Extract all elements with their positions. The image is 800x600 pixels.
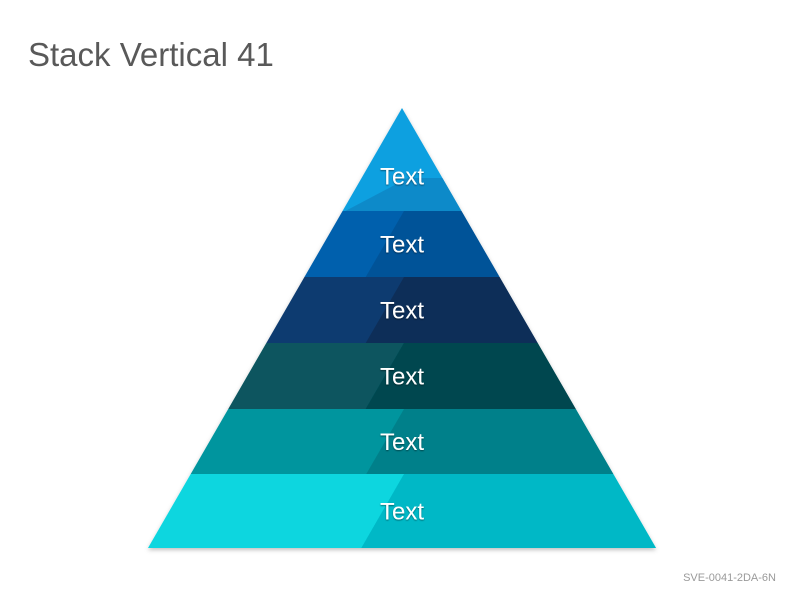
pyramid-layer-label-5: Text <box>380 429 424 456</box>
pyramid-layer-label-3: Text <box>380 298 424 325</box>
pyramid-layer-shade-2 <box>365 211 500 277</box>
pyramid-layer-label-4: Text <box>380 364 424 391</box>
pyramid-layer-shade-4 <box>365 343 576 409</box>
slide-title: Stack Vertical 41 <box>28 36 274 73</box>
pyramid-layer-shade-6 <box>361 474 656 548</box>
pyramid-layer-shade-1 <box>345 178 462 211</box>
pyramid-layer-label-1: Text <box>380 164 424 191</box>
pyramid-layer-shade-3 <box>365 277 538 343</box>
pyramid-layer-label-2: Text <box>380 232 424 259</box>
pyramid-layer-shade-5 <box>366 409 614 474</box>
slide-code: SVE-0041-2DA-6N <box>683 572 776 584</box>
pyramid-layer-label-6: Text <box>380 499 424 526</box>
